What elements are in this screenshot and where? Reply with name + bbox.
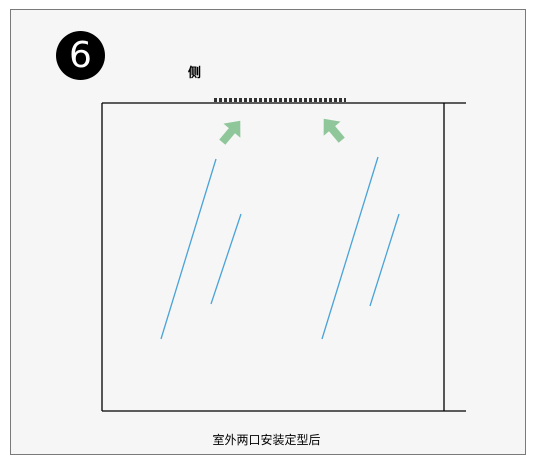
step-number-badge: 6 xyxy=(56,31,105,80)
glass-reflection-line xyxy=(321,156,379,340)
glass-reflection-line xyxy=(369,213,400,307)
glass-reflection-line xyxy=(210,213,242,305)
glass-reflection-line xyxy=(160,158,217,340)
diagram-caption: 室外两口安装定型后 xyxy=(212,433,321,447)
right-up-arrow-icon xyxy=(323,118,345,143)
diagram-panel xyxy=(10,9,526,455)
left-up-arrow-icon xyxy=(219,120,241,145)
side-label: 侧 xyxy=(188,66,202,81)
